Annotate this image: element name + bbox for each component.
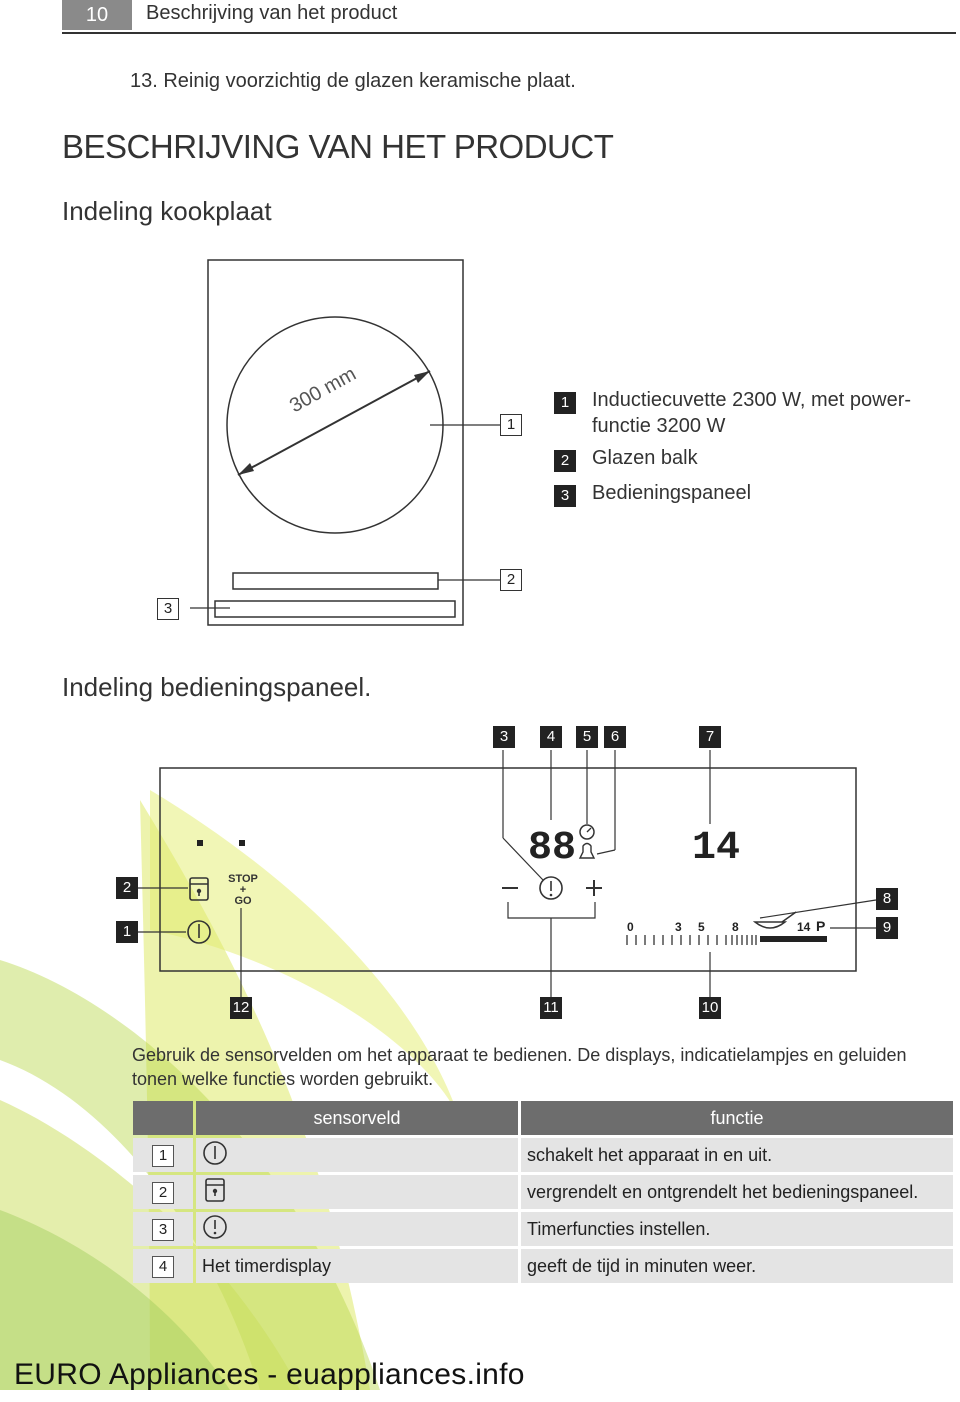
header-divider [62,32,956,34]
table-row: 2 vergrendelt en ontgrendelt het bedieni… [133,1175,953,1209]
panel-callout-1: 1 [116,921,138,943]
plus-text: + [239,884,247,896]
page-number: 10 [62,0,132,30]
row-num: 2 [152,1181,174,1204]
legend-num-2: 2 [554,450,576,472]
panel-callout-2: 2 [116,877,138,899]
hob-callout-1: 1 [500,414,522,436]
panel-callout-7: 7 [699,726,721,748]
legend-num-1: 1 [554,392,576,414]
row-num: 4 [152,1255,174,1278]
svg-text:88: 88 [528,826,576,871]
power-icon [203,1140,227,1165]
control-panel-diagram: 88 14 [138,750,877,998]
legend-text-1b: functie 3200 W [592,415,726,437]
legend-text-2: Glazen balk [592,447,698,469]
row-sensor: Het timerdisplay [196,1249,518,1283]
panel-callout-6: 6 [604,726,626,748]
row-function: vergrendelt en ontgrendelt het bediening… [521,1175,953,1209]
lock-icon [205,1177,225,1202]
legend-num-3: 3 [554,485,576,507]
timer-icon [203,1214,227,1239]
stop-text: STOP [228,873,258,885]
legend-text-3: Bedieningspaneel [592,482,752,504]
table-row: 1 schakelt het apparaat in en uit. [133,1138,953,1172]
scale-label-8: 8 [732,920,739,934]
scale-label-0: 0 [627,920,634,934]
row-function: geeft de tijd in minuten weer. [521,1249,953,1283]
col-header-num [133,1101,193,1135]
scale-label-14: 14 [797,920,811,934]
intro-paragraph: Gebruik de sensorvelden om het apparaat … [132,1045,907,1089]
scale-label-3: 3 [675,920,682,934]
table-row: 4 Het timerdisplay geeft de tijd in minu… [133,1249,953,1283]
subheading-panel: Indeling bedieningspaneel. [62,672,372,702]
panel-callout-8: 8 [876,888,898,910]
scale-label-p: P [816,918,826,934]
legend-text-1a: Inductiecuvette 2300 W, met power- [592,389,912,411]
panel-callout-5: 5 [576,726,598,748]
svg-text:14: 14 [692,826,740,871]
panel-callout-4: 4 [540,726,562,748]
panel-callout-3: 3 [493,726,515,748]
col-header-sensor: sensorveld [196,1101,518,1135]
hob-diagram [190,259,500,626]
section-title: Beschrijving van het product [146,2,398,24]
panel-callout-9: 9 [876,917,898,939]
scale-label-5: 5 [698,920,705,934]
subheading-hob: Indeling kookplaat [62,196,272,226]
panel-callout-10: 10 [699,997,721,1019]
go-text: GO [234,895,252,907]
row-function: schakelt het apparaat in en uit. [521,1138,953,1172]
step-13: 13. Reinig voorzichtig de glazen keramis… [130,70,576,92]
panel-callout-11: 11 [540,997,562,1019]
table-row: 3 Timerfuncties instellen. [133,1212,953,1246]
table-header-row: sensorveld functie [133,1101,953,1135]
row-num: 1 [152,1144,174,1167]
page-heading: BESCHRIJVING VAN HET PRODUCT [62,128,614,165]
sensor-table: sensorveld functie 1 schakelt het appara… [130,1098,956,1286]
hob-callout-3: 3 [157,598,179,620]
hob-callout-2: 2 [500,569,522,591]
panel-callout-12: 12 [230,997,252,1019]
col-header-function: functie [521,1101,953,1135]
row-num: 3 [152,1218,174,1241]
row-function: Timerfuncties instellen. [521,1212,953,1246]
footer-watermark: EURO Appliances - euappliances.info [14,1358,525,1391]
stop-go-label[interactable]: STOP + GO [226,874,260,907]
